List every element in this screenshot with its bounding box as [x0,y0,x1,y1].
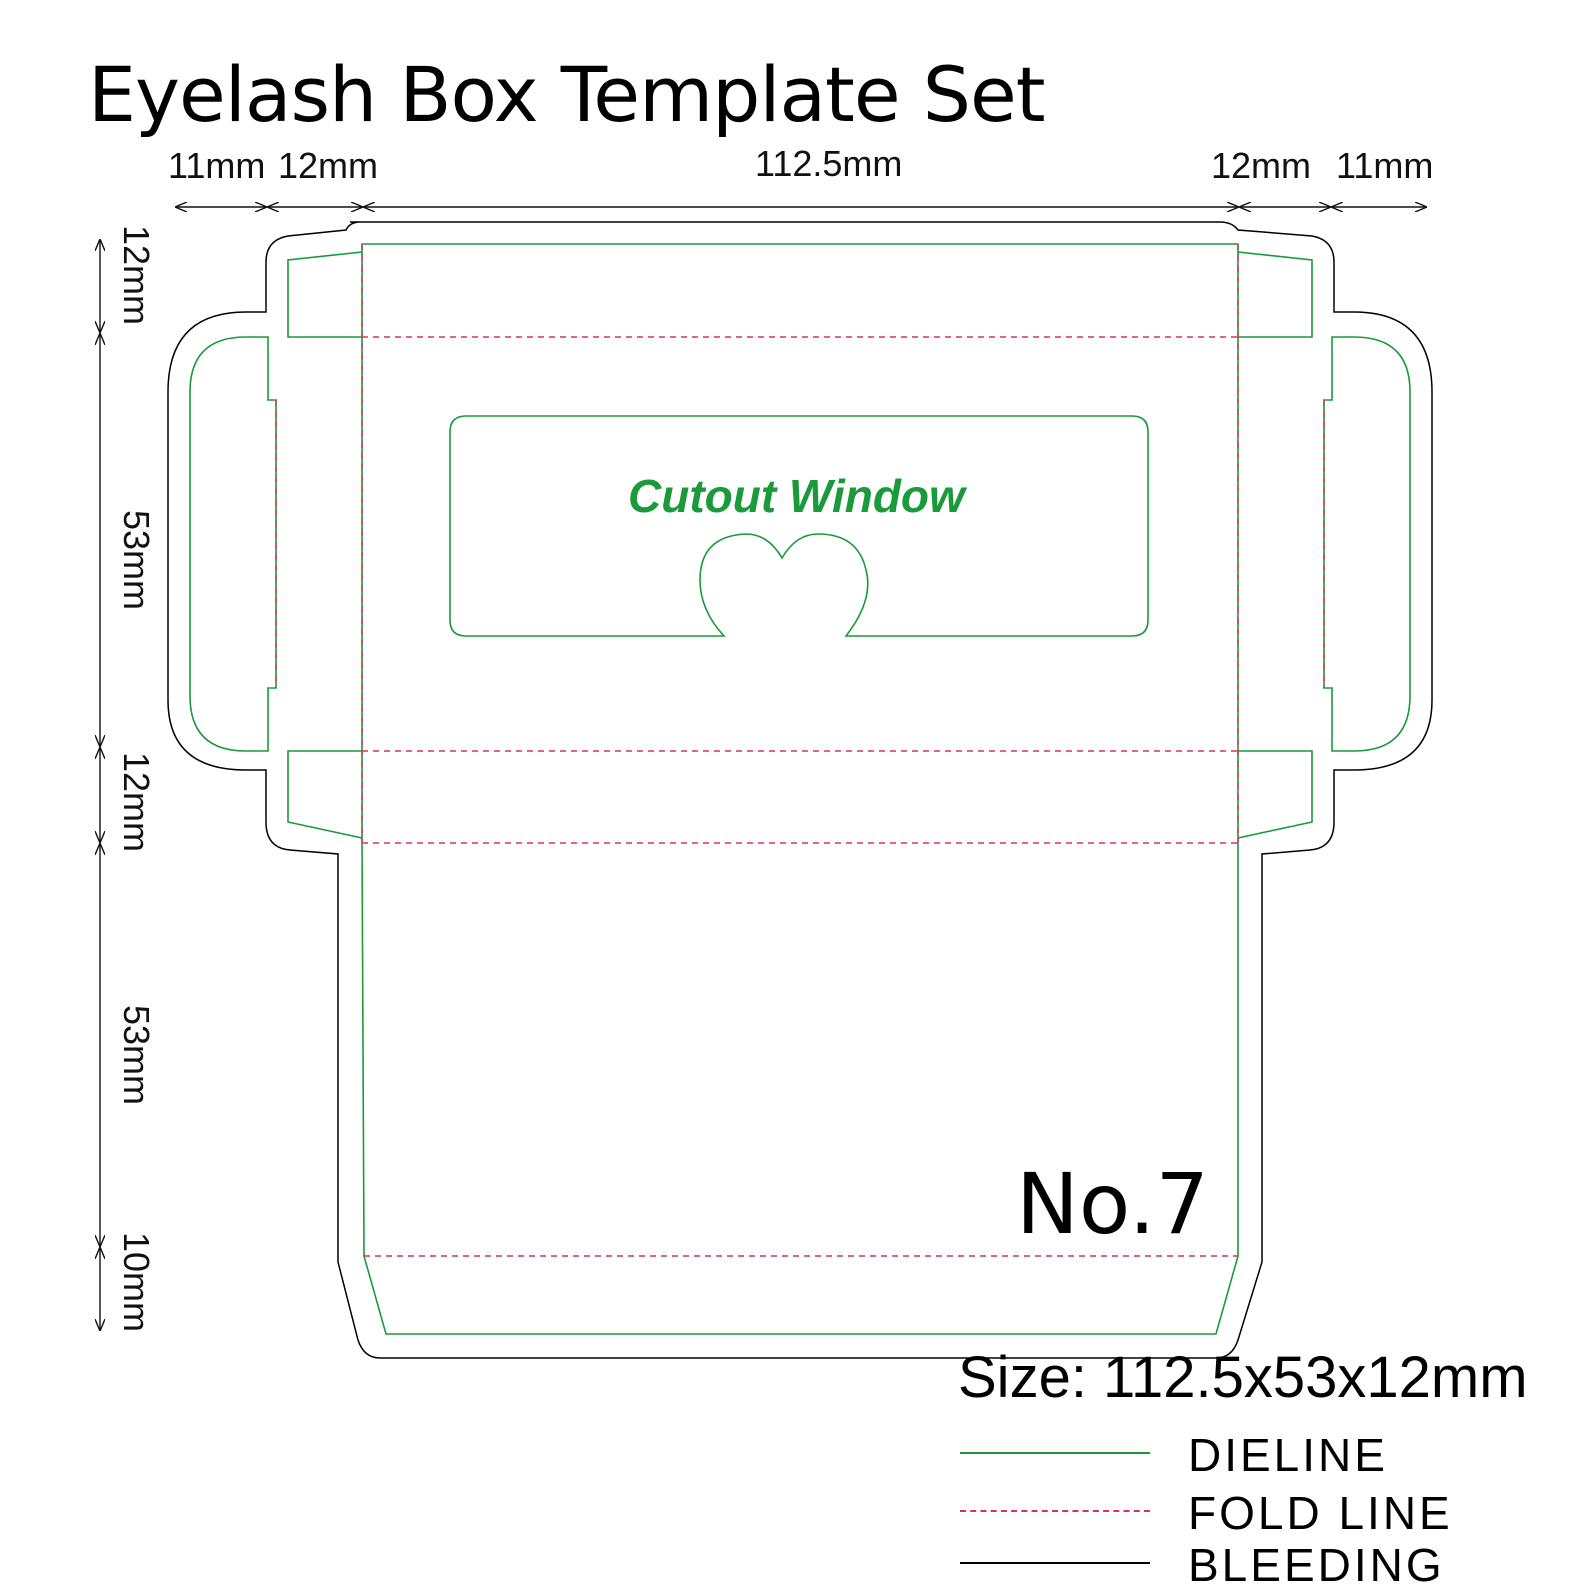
legend-swatch-dieline [960,1452,1150,1454]
bleed-outline [167,221,1433,1359]
dim-label-left-4: 53mm [116,1005,157,1105]
dim-label-top-5: 11mm [1336,145,1433,186]
dieline-cutout-window [449,415,1149,637]
legend-label-bleeding: BLEEDING [1188,1539,1445,1591]
dim-label-left-2: 53mm [116,510,157,610]
dieline-flap-top-left [287,251,363,338]
cutout-window-label: Cutout Window [628,470,968,522]
legend-swatch-bleeding [960,1562,1150,1564]
fold-lines [275,244,1325,1257]
dim-label-top-2: 12mm [278,145,378,186]
legend-swatch-fold-line [960,1510,1150,1512]
page-title: Eyelash Box Template Set [88,50,1046,139]
dim-label-left-1: 12mm [116,225,157,325]
dieline [189,243,1411,1335]
dieline-flap-bottom-right [1237,750,1313,839]
legend-item-bleeding: BLEEDING [960,1538,1560,1591]
dim-label-left-3: 12mm [116,752,157,852]
dim-label-top-1: 11mm [168,145,265,186]
dieline-flap-top-right [1237,251,1313,338]
legend-item-fold-line: FOLD LINE [960,1486,1560,1539]
dieline-flap-bottom-left [287,750,363,839]
dim-label-top-4: 12mm [1211,145,1311,186]
left-dimension-labels: 12mm 53mm 12mm 53mm 10mm [116,225,157,1332]
top-dimension-labels: 11mm 12mm 112.5mm 12mm 11mm [168,143,1433,186]
dieline-side-right [1323,336,1411,752]
legend-item-dieline: DIELINE [960,1428,1560,1481]
size-label: Size: 112.5x53x12mm [958,1345,1528,1410]
dim-label-top-3: 112.5mm [755,143,902,184]
dieline-side-left [189,336,277,752]
legend-label-fold-line: FOLD LINE [1188,1487,1453,1539]
dim-label-left-5: 10mm [116,1232,157,1332]
legend-label-dieline: DIELINE [1188,1429,1388,1481]
model-number: No.7 [1016,1155,1209,1253]
